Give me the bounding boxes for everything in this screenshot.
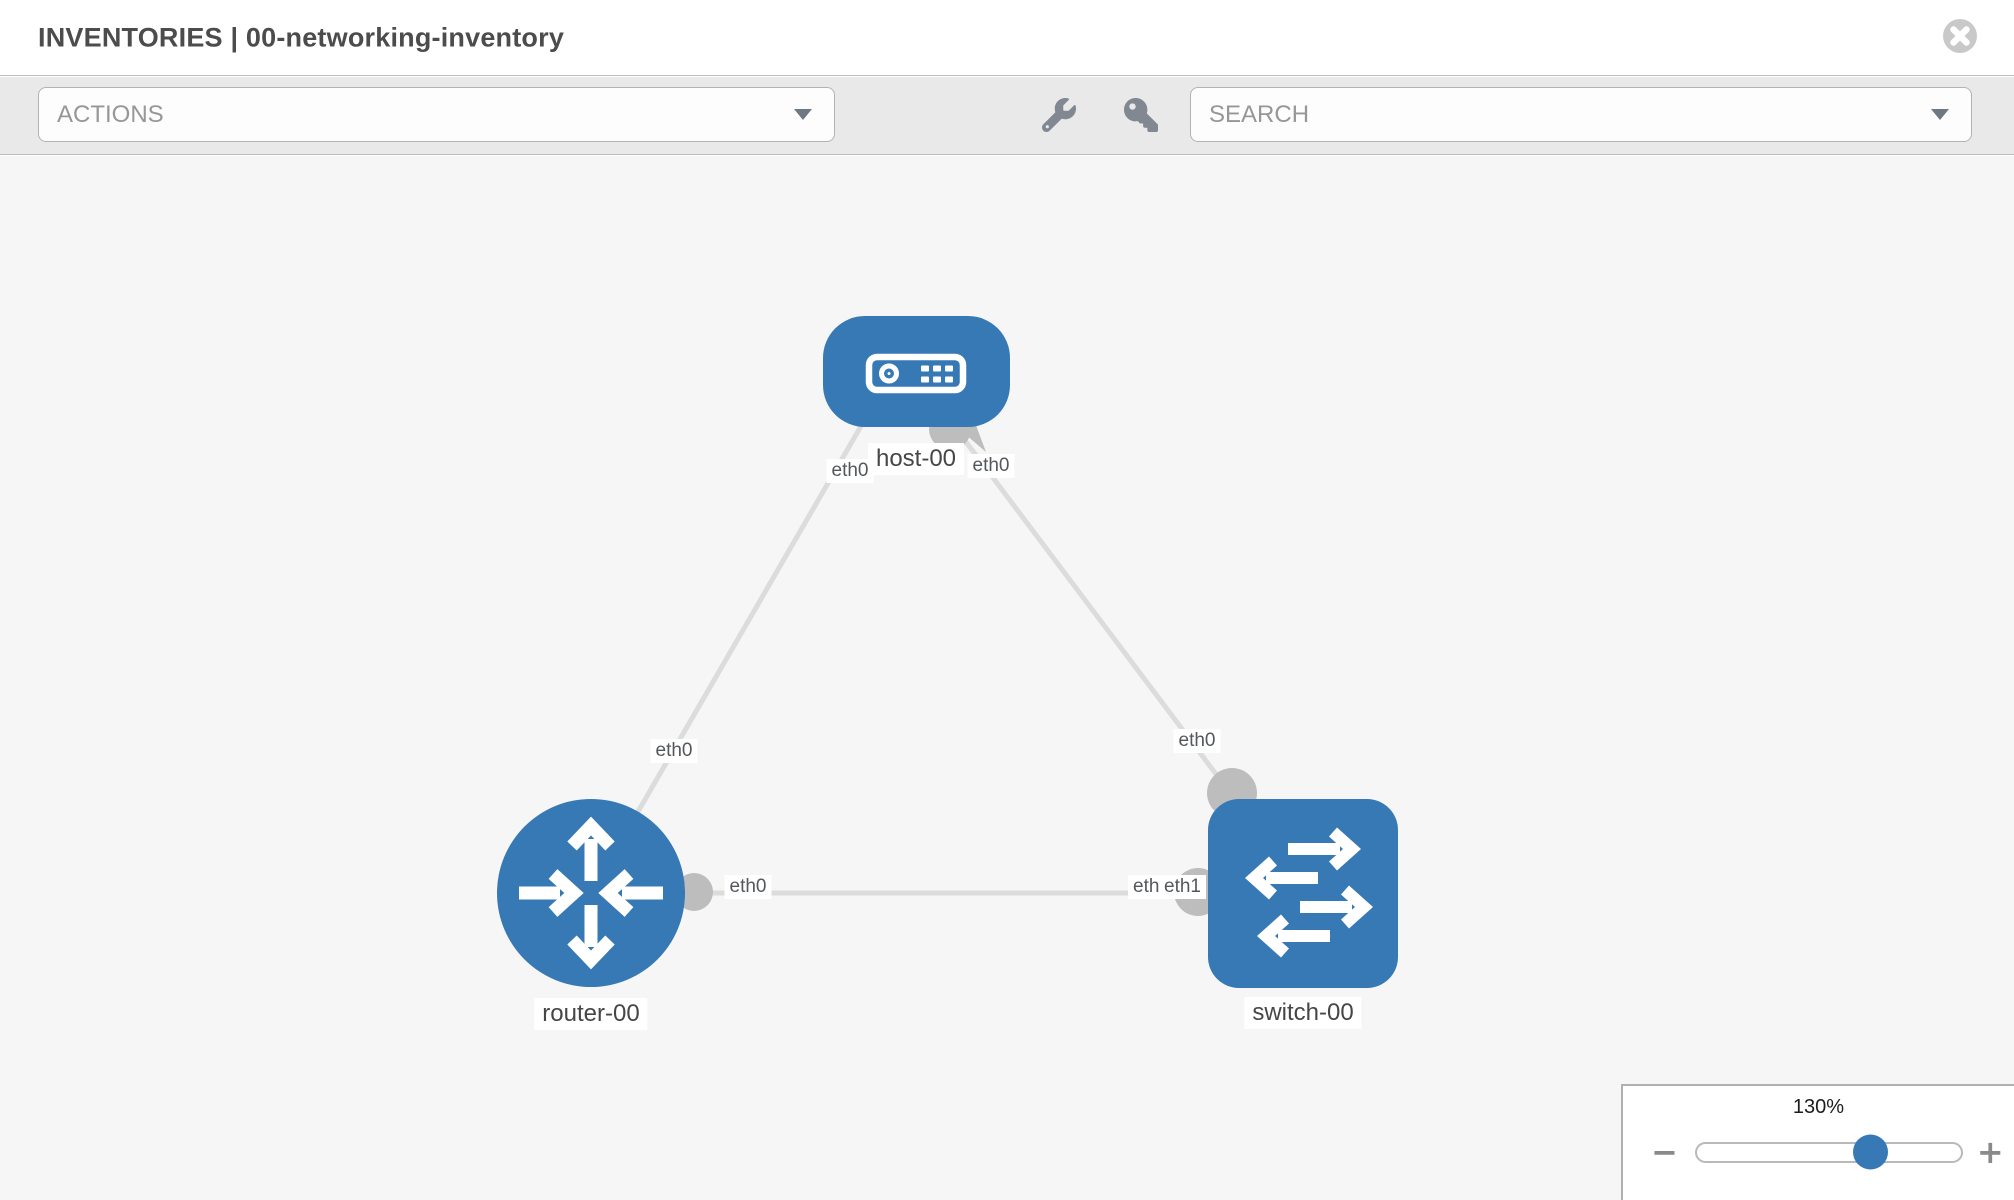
zoom-out-button[interactable]: − bbox=[1651, 1133, 1678, 1171]
wrench-icon bbox=[1042, 97, 1076, 132]
toolbar: ACTIONS SEARCH bbox=[0, 77, 2014, 155]
node-router[interactable] bbox=[497, 799, 685, 987]
router-icon bbox=[519, 816, 663, 970]
search-dropdown[interactable]: SEARCH bbox=[1190, 87, 1972, 142]
if-label-router-right: eth0 bbox=[724, 875, 772, 899]
zoom-panel: 130% − + bbox=[1621, 1084, 2014, 1200]
actions-dropdown-label: ACTIONS bbox=[57, 100, 164, 128]
switch-icon bbox=[1245, 827, 1373, 958]
chevron-down-icon bbox=[1931, 109, 1949, 120]
if-label-host-right: eth0 bbox=[967, 454, 1015, 478]
wrench-button[interactable] bbox=[1040, 96, 1078, 134]
zoom-in-button[interactable]: + bbox=[1976, 1133, 2004, 1171]
key-icon bbox=[1124, 97, 1158, 132]
header: INVENTORIES | 00-networking-inventory bbox=[0, 0, 2014, 76]
if-label-switch-top: eth0 bbox=[1173, 729, 1221, 753]
node-label-router: router-00 bbox=[534, 998, 648, 1030]
search-dropdown-label: SEARCH bbox=[1209, 100, 1310, 128]
if-label-host-left: eth0 bbox=[826, 459, 874, 483]
node-label-switch: switch-00 bbox=[1244, 997, 1362, 1029]
actions-dropdown[interactable]: ACTIONS bbox=[38, 87, 835, 142]
node-label-host: host-00 bbox=[867, 443, 965, 475]
zoom-slider-knob[interactable] bbox=[1852, 1134, 1888, 1170]
topology-graph bbox=[497, 316, 1398, 988]
page-title: INVENTORIES | 00-networking-inventory bbox=[38, 22, 565, 52]
if-label-switch-left: eth1 bbox=[1159, 875, 1206, 899]
toolbar-icon-group bbox=[1040, 87, 1160, 142]
node-host[interactable] bbox=[823, 316, 1010, 427]
if-label-router-top: eth0 bbox=[650, 739, 698, 763]
host-icon bbox=[865, 353, 967, 394]
topology-canvas[interactable]: host-00 router-00 switch-00 eth0 eth0 et… bbox=[0, 156, 2014, 1200]
zoom-slider[interactable] bbox=[1694, 1134, 1963, 1170]
chevron-down-icon bbox=[794, 109, 812, 120]
key-button[interactable] bbox=[1122, 96, 1160, 134]
zoom-level: 130% bbox=[1792, 1096, 1845, 1118]
close-icon bbox=[1943, 19, 1977, 53]
close-button[interactable] bbox=[1942, 18, 1978, 54]
node-switch[interactable] bbox=[1208, 799, 1398, 988]
